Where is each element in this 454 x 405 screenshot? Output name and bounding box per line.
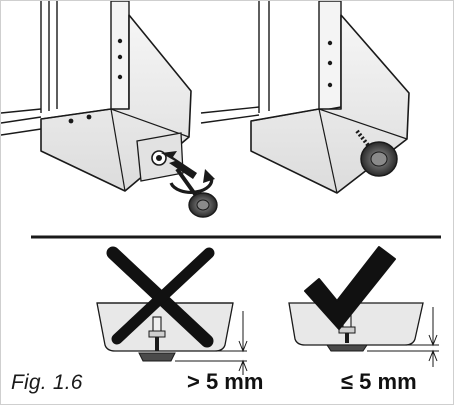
adjustable-foot-installed [355,129,398,177]
side-bracket-right [318,1,342,112]
adjustable-foot-loose [175,167,218,218]
rotate-arrow-icon [169,176,214,194]
frame-rails-right [200,1,270,124]
figure-caption: Fig. 1.6 [11,371,83,394]
measurement-correct-label: ≤ 5 mm [341,369,417,394]
example-wrong [96,246,248,375]
check-mark-icon [304,246,396,330]
example-right [288,246,439,367]
measurement-too-high-label: > 5 mm [187,369,264,394]
step-foot-installed [200,1,410,194]
cross-mark-icon [106,246,215,348]
frame-rails-left [1,1,58,136]
insert-arrow-icon [161,151,197,179]
step-insert-foot [1,1,218,218]
